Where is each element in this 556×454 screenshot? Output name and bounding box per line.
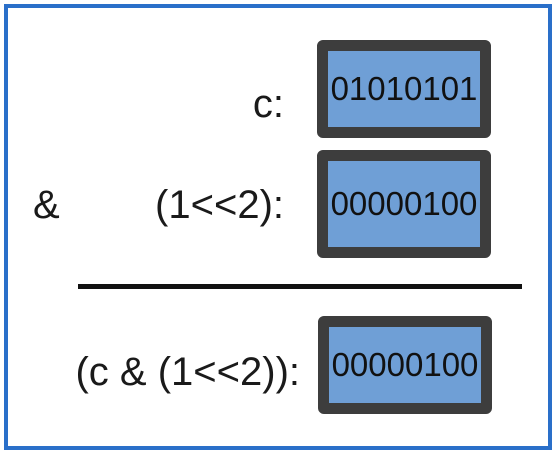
bits-value-mask: 00000100 xyxy=(330,185,478,222)
label-result: (c & (1<<2)): xyxy=(75,350,300,394)
bits-box-mask: 00000100 xyxy=(317,150,491,258)
label-c: c: xyxy=(252,82,284,126)
label-mask: (1<<2): xyxy=(155,183,284,227)
bits-value-c: 01010101 xyxy=(330,70,478,107)
bits-box-result: 00000100 xyxy=(318,316,492,414)
bits-box-c: 01010101 xyxy=(317,40,491,138)
result-divider xyxy=(78,284,522,289)
operator-and: & xyxy=(33,183,60,227)
bits-value-result: 00000100 xyxy=(331,346,479,383)
